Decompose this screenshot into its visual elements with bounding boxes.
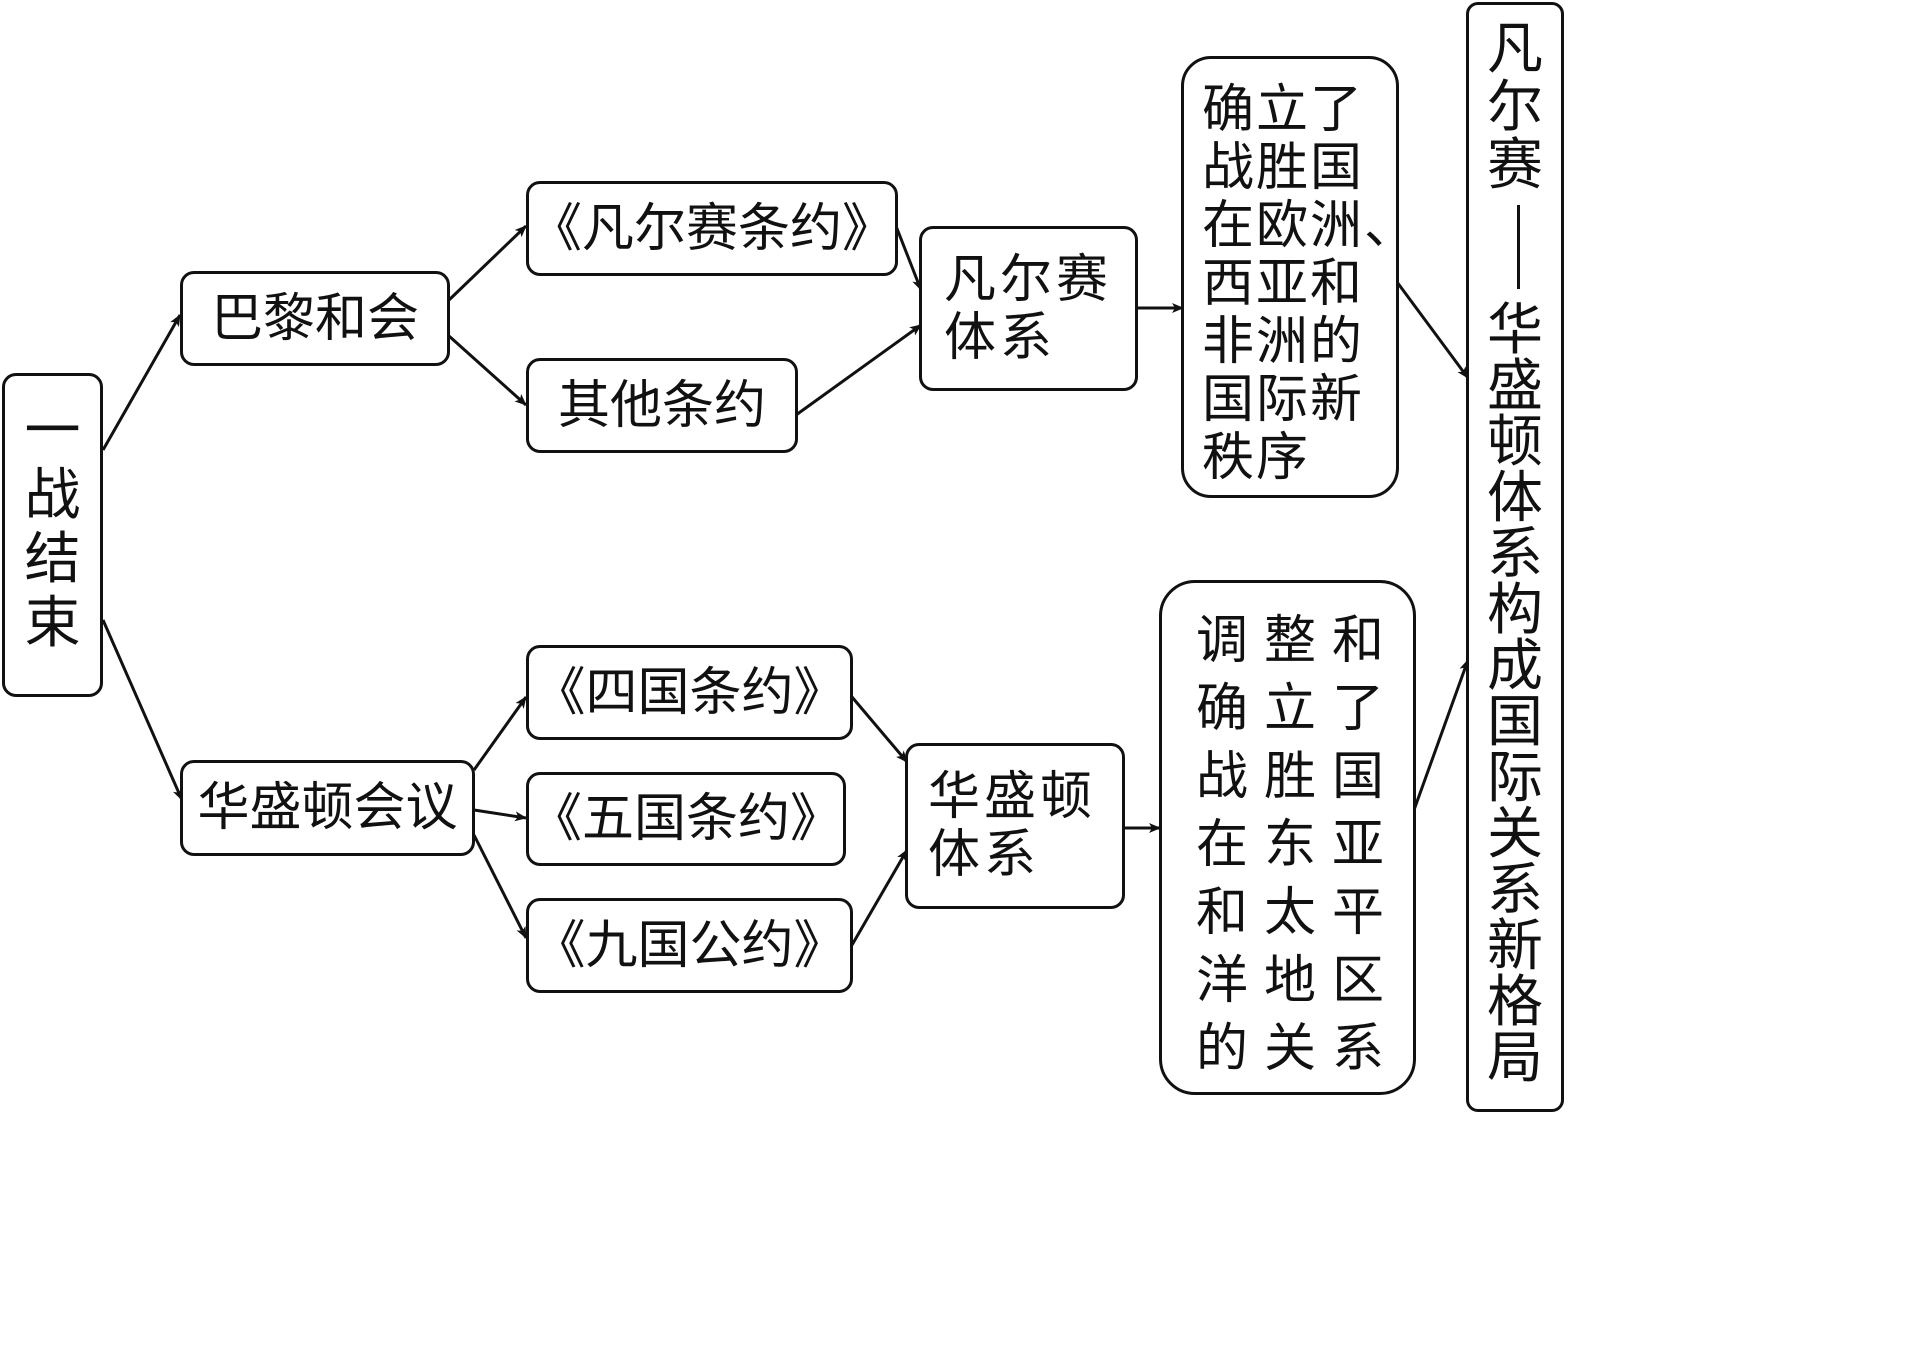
vertical-char: 际: [1487, 746, 1543, 811]
conclusion-dash: —: [1517, 205, 1520, 289]
vertical-char: 关: [1487, 802, 1543, 867]
washington-outcome-node: 调整和 确立了 战胜国 在东亚 和太平 洋地区 的关系: [1159, 580, 1416, 1095]
vertical-char: 尔: [1487, 75, 1543, 140]
arrow-paris-to-versailles-treaty: [447, 224, 528, 302]
vertical-char: 系: [1487, 858, 1543, 923]
other-treaties-label: 其他条约: [557, 375, 766, 436]
vertical-char: 战: [24, 463, 81, 528]
versailles-system-label: 凡尔赛 体系: [944, 250, 1113, 368]
nine-power-treaty-node: 《九国公约》: [526, 898, 853, 993]
vertical-char: 系: [1487, 522, 1543, 587]
four-power-treaty-node: 《四国条约》: [526, 645, 853, 740]
five-power-treaty-label: 《五国条约》: [529, 789, 842, 849]
other-treaties-node: 其他条约: [526, 358, 798, 453]
washington-conference-label: 华盛顿会议: [197, 778, 458, 838]
arrow-paris-to-other-treaties: [447, 334, 528, 407]
arrow-versailles-outcome-to-conclusion: [1395, 281, 1470, 379]
washington-system-label: 华盛顿 体系: [928, 767, 1097, 885]
paris-conference-node: 巴黎和会: [180, 271, 450, 366]
four-power-treaty-label: 《四国条约》: [533, 662, 846, 723]
vertical-char: 体: [1487, 466, 1543, 531]
arrow-washington-outcome-to-conclusion: [1412, 659, 1470, 811]
vertical-char: 格: [1487, 970, 1543, 1035]
versailles-system-node: 凡尔赛 体系: [919, 226, 1138, 391]
versailles-treaty-node: 《凡尔赛条约》: [526, 181, 898, 276]
arrow-washington-to-four-power: [472, 696, 528, 771]
vertical-char: 结: [24, 527, 81, 592]
vertical-char: 新: [1487, 914, 1543, 979]
arrow-other-treaties-to-system: [795, 323, 922, 417]
vertical-char: 盛: [1487, 354, 1543, 419]
versailles-outcome-text: 确立了 战胜国 在欧洲、 西亚和 非洲的 国际新 秩序: [1202, 80, 1419, 488]
washington-conference-node: 华盛顿会议: [180, 760, 475, 856]
versailles-treaty-label: 《凡尔赛条约》: [529, 198, 894, 259]
root-node: 一战结束: [2, 373, 103, 697]
paris-conference-label: 巴黎和会: [210, 288, 419, 349]
arrow-root-to-washington: [101, 619, 184, 801]
versailles-outcome-node: 确立了 战胜国 在欧洲、 西亚和 非洲的 国际新 秩序: [1181, 56, 1416, 498]
diagram-connectors: [101, 224, 1470, 946]
vertical-char: 顿: [1487, 410, 1543, 475]
vertical-char: 国: [1487, 690, 1543, 755]
arrow-four-power-to-system: [850, 696, 909, 763]
vertical-char: 构: [1487, 578, 1543, 643]
arrow-washington-to-nine-power: [472, 834, 528, 939]
nine-power-treaty-label: 《九国公约》: [533, 915, 846, 976]
vertical-char: 一: [24, 399, 81, 464]
conclusion-part1: 凡尔赛: [1469, 21, 1561, 195]
root-label: 一战结束: [5, 400, 100, 656]
arrow-root-to-paris: [101, 314, 182, 451]
vertical-char: 束: [24, 591, 81, 656]
vertical-char: 局: [1487, 1026, 1543, 1091]
arrow-washington-to-five-power: [473, 808, 527, 822]
arrow-versailles-treaty-to-system: [894, 225, 923, 291]
washington-outcome-text: 调整和 确立了 战胜国 在东亚 和太平 洋地区 的关系: [1196, 611, 1401, 1079]
arrow-nine-power-to-system: [850, 849, 909, 946]
five-power-treaty-node: 《五国条约》: [526, 772, 846, 866]
vertical-char: 凡: [1487, 17, 1543, 82]
conclusion-part2: 华盛顿体系构成国际关系新格局: [1469, 303, 1561, 1087]
washington-system-node: 华盛顿 体系: [905, 743, 1125, 909]
vertical-char: 赛: [1487, 133, 1543, 198]
vertical-char: 华: [1487, 298, 1543, 363]
vertical-char: 成: [1487, 634, 1543, 699]
